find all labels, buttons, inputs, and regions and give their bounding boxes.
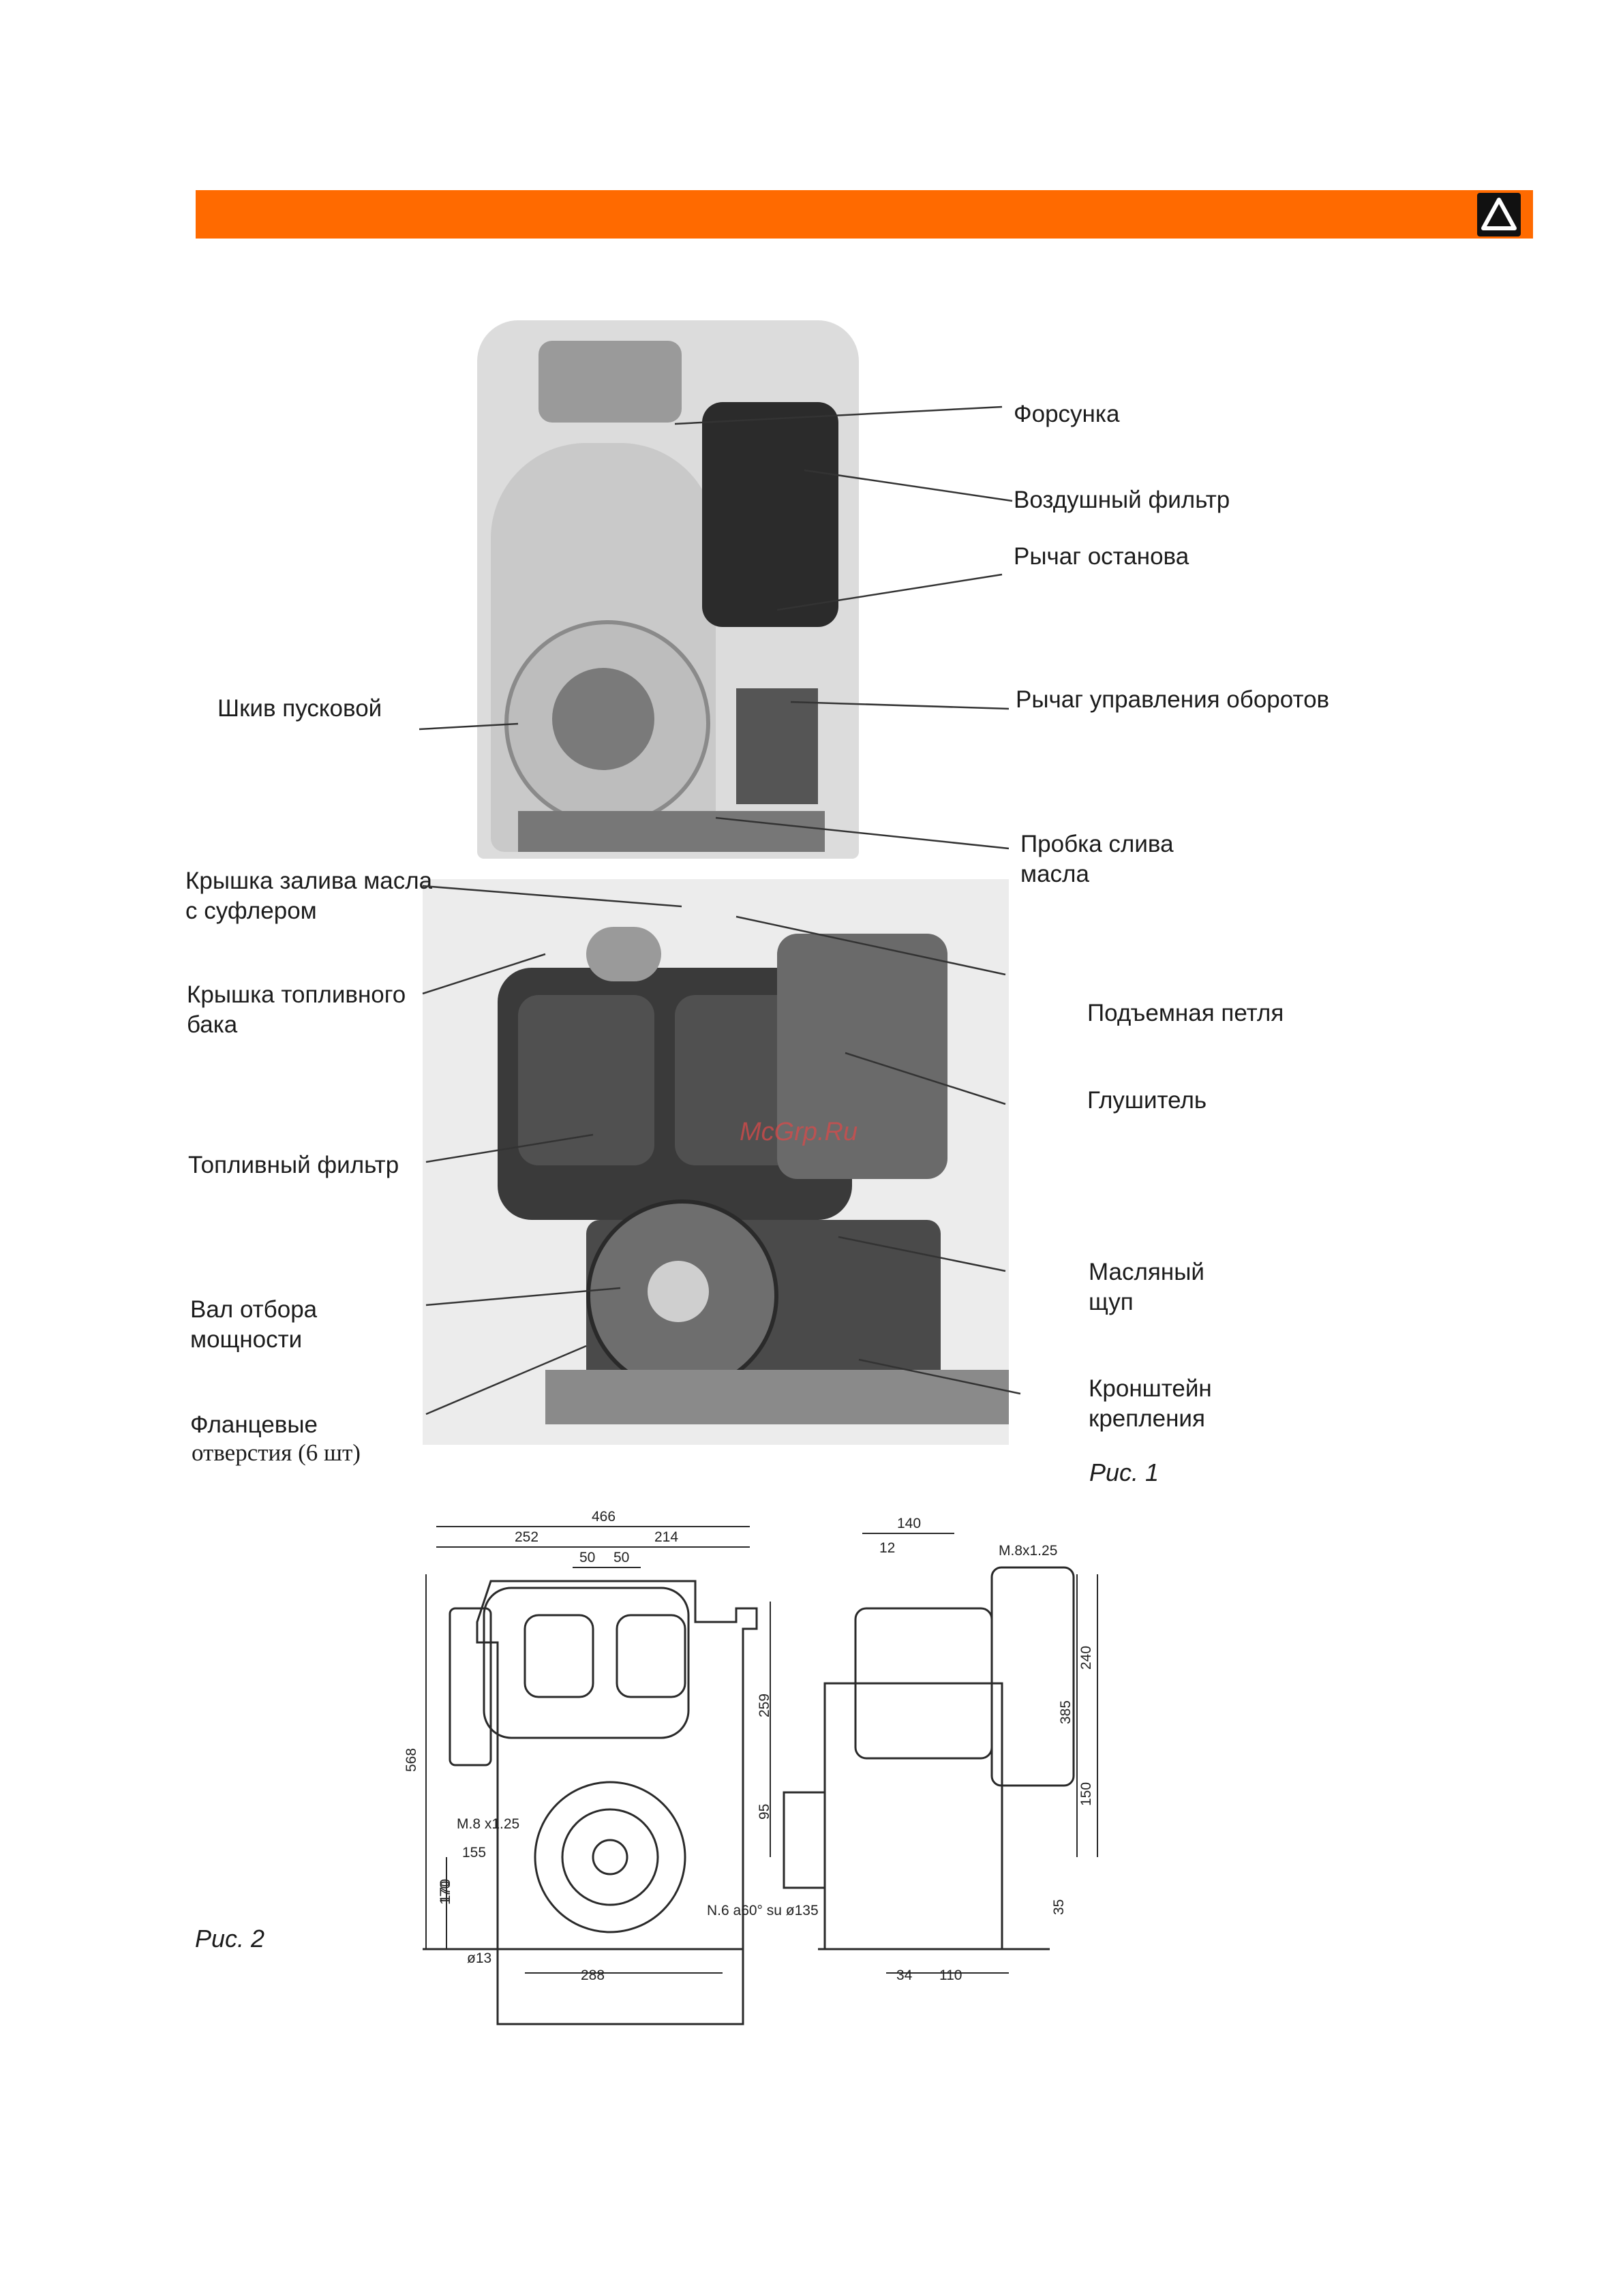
- dim-50b: 50: [613, 1550, 629, 1565]
- dim-259: 259: [757, 1694, 772, 1717]
- dim-240: 240: [1078, 1646, 1094, 1670]
- label-flange-holes-1: Фланцевые: [190, 1411, 318, 1438]
- label-throttle-lever: Рычаг управления оборотов: [1016, 686, 1330, 713]
- dim-170-inner: 170: [438, 1879, 453, 1903]
- dim-n6: N.6 a60° su ø135: [707, 1903, 819, 1918]
- label-fuel-tank-cap: Крышка топливного бака: [187, 981, 406, 1038]
- label-injector: Форсунка: [1014, 401, 1120, 427]
- dim-side-m8: M.8x1.25: [999, 1543, 1057, 1559]
- watermark: McGrp.Ru: [740, 1118, 858, 1146]
- label-flange-holes-2: отверстия (6 шт): [192, 1439, 361, 1466]
- dim-140: 140: [897, 1516, 921, 1531]
- dim-m8: M.8 x1.25: [457, 1816, 519, 1832]
- label-oil-drain-plug: Пробка слива масла: [1020, 831, 1174, 887]
- dim-110: 110: [939, 1968, 962, 1983]
- header-bar: [196, 190, 1533, 239]
- label-oil-dipstick: Масляный щуп: [1089, 1259, 1204, 1315]
- dim-95: 95: [757, 1804, 772, 1820]
- figure2-caption: Рис. 2: [195, 1925, 265, 1953]
- engine-photo-bottom: [423, 879, 1009, 1445]
- dim-d13: ø13: [467, 1950, 491, 1966]
- label-muffler: Глушитель: [1087, 1087, 1207, 1114]
- warning-triangle-icon: [1477, 193, 1521, 236]
- dim-252: 252: [515, 1529, 539, 1545]
- label-starter-pulley: Шкив пусковой: [217, 695, 382, 722]
- engine-photo-top: [477, 320, 859, 859]
- dim-12: 12: [879, 1540, 895, 1556]
- dim-150: 150: [1078, 1782, 1094, 1806]
- dim-288: 288: [581, 1968, 605, 1983]
- label-pto-shaft: Вал отбора мощности: [190, 1296, 318, 1353]
- dim-214: 214: [654, 1529, 678, 1545]
- label-lifting-eye: Подъемная петля: [1087, 1000, 1284, 1026]
- label-mounting-bracket: Кронштейн крепления: [1089, 1375, 1212, 1432]
- label-oil-filler-cap: Крышка залива масла с суфлером: [185, 868, 433, 924]
- label-air-filter: Воздушный фильтр: [1014, 487, 1230, 513]
- dim-170: 170: [438, 1881, 453, 1905]
- label-fuel-filter: Топливный фильтр: [188, 1152, 399, 1178]
- dim-35: 35: [1051, 1899, 1067, 1915]
- dim-385: 385: [1058, 1700, 1074, 1724]
- dim-155: 155: [462, 1845, 486, 1861]
- dim-34: 34: [896, 1968, 913, 1983]
- dim-466: 466: [592, 1509, 616, 1525]
- label-stop-lever: Рычаг останова: [1014, 543, 1189, 570]
- dim-50a: 50: [579, 1550, 595, 1565]
- dim-568: 568: [404, 1748, 419, 1772]
- figure1-caption: Рис. 1: [1089, 1458, 1159, 1486]
